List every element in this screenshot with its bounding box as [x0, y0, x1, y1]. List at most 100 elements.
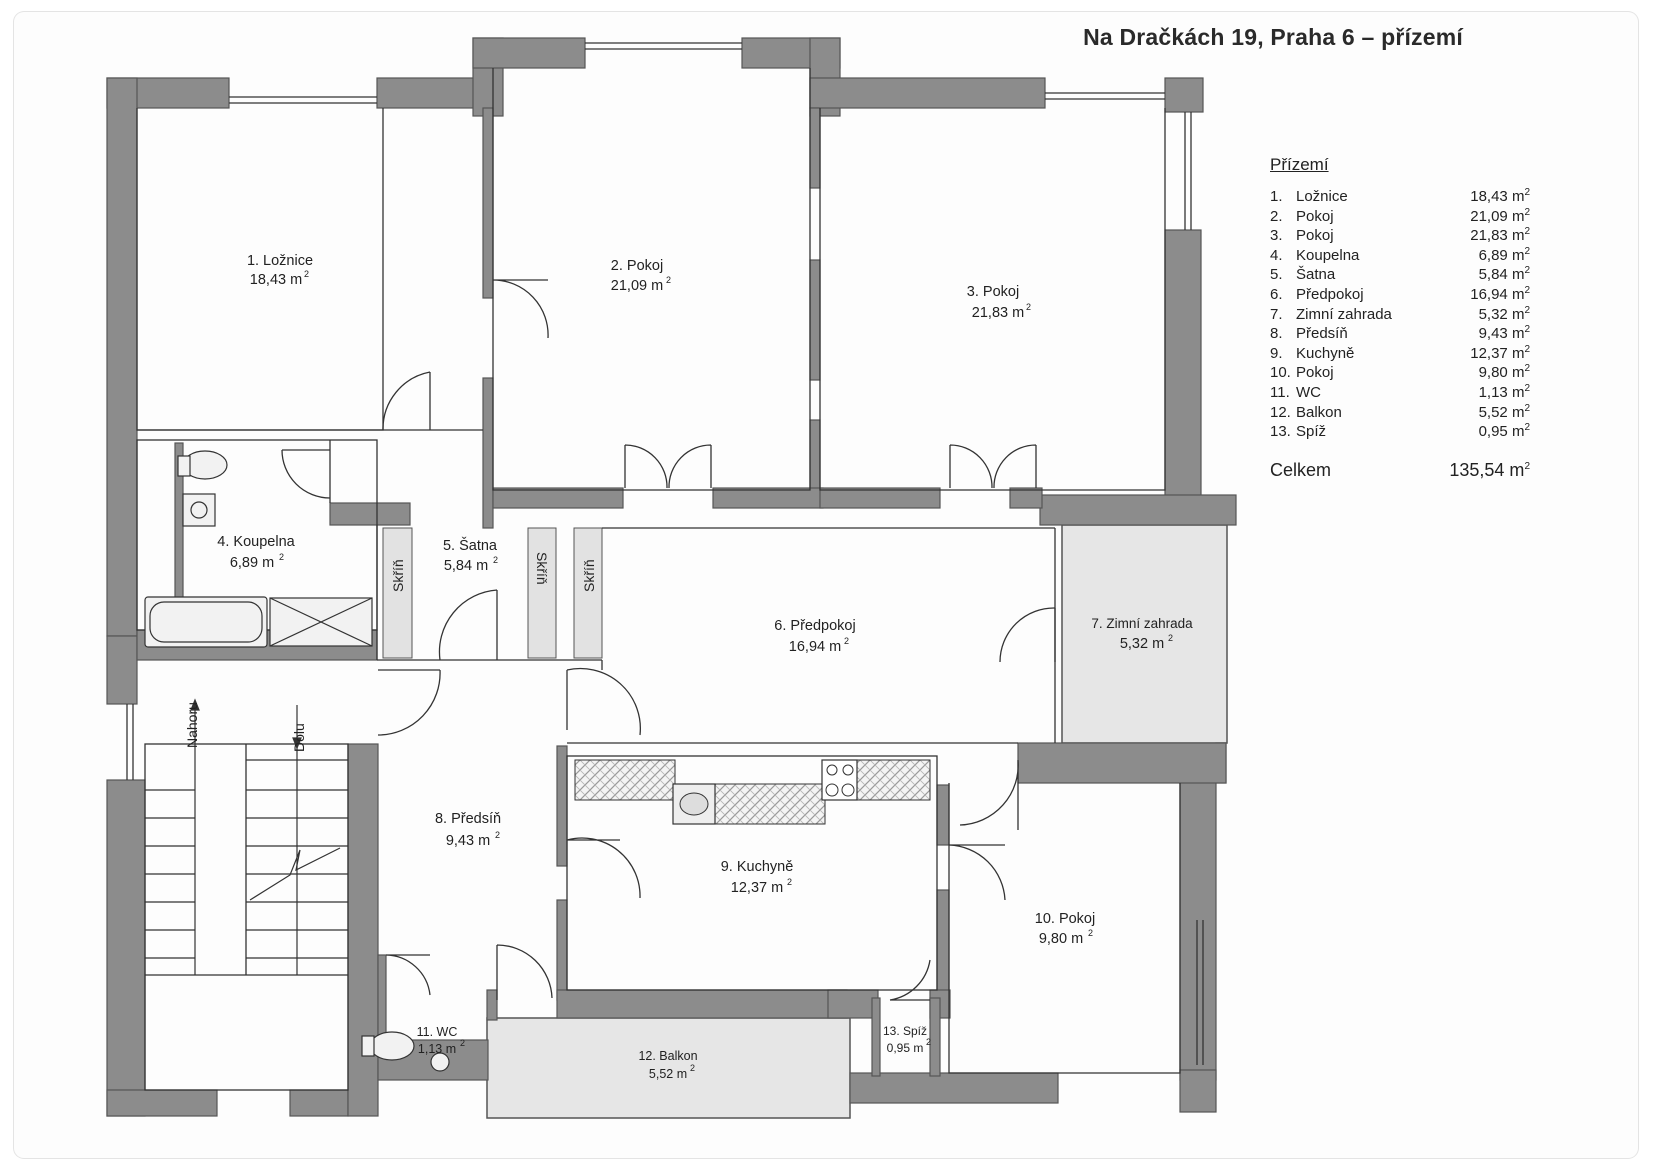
- legend-row-area: 5,32 m2: [1448, 305, 1530, 325]
- legend-row-number: 12.: [1270, 403, 1291, 421]
- legend-row-name: Kuchyně: [1296, 344, 1355, 362]
- label-room-1: 1. Ložnice: [247, 253, 313, 269]
- legend-row-area-text: 6,89 m: [1478, 246, 1525, 264]
- label-room-4: 4. Koupelna: [217, 534, 295, 550]
- label-room-12: 12. Balkon: [638, 1049, 697, 1063]
- legend-row-name: Zimní zahrada: [1296, 305, 1392, 323]
- legend-row-number: 7.: [1270, 305, 1283, 323]
- legend-row-area-sup: 2: [1524, 343, 1530, 355]
- legend-row-area-text: 9,43 m: [1478, 325, 1525, 343]
- label-room-7: 7. Zimní zahrada: [1091, 616, 1193, 631]
- closet-left: [382, 527, 413, 659]
- closet-label-2: Skříň: [534, 552, 550, 585]
- legend-row-area-text: 5,52 m: [1478, 403, 1525, 421]
- sup-room-1: 2: [304, 269, 309, 279]
- legend-row-number: 10.: [1270, 364, 1291, 382]
- sup-room-9: 2: [787, 877, 792, 887]
- total-value-sup: 2: [1524, 460, 1530, 472]
- bathroom-fixtures: [144, 450, 450, 1072]
- legend-row-area: 12,37 m2: [1448, 344, 1530, 364]
- legend-row-area: 18,43 m2: [1448, 187, 1530, 207]
- stairs: [145, 698, 348, 975]
- room-labels: 1. Ložnice 18,43 m 2. Pokoj 21,09 m 3. P…: [217, 253, 1193, 1081]
- winter-garden-glass: [1061, 524, 1228, 744]
- sup-room-8: 2: [495, 830, 500, 840]
- legend-row-name: Šatna: [1296, 266, 1336, 284]
- legend-row-number: 4.: [1270, 246, 1283, 264]
- legend-row-area-text: 5,84 m: [1478, 266, 1525, 284]
- legend-row-area-sup: 2: [1524, 206, 1530, 218]
- sup-room-4: 2: [279, 552, 284, 562]
- area-room-3: 21,83 m: [972, 305, 1024, 321]
- legend-row: 4. Koupelna 6,89 m2: [1270, 246, 1530, 266]
- label-room-11: 11. WC: [417, 1025, 458, 1039]
- area-room-2: 21,09 m: [611, 278, 663, 294]
- legend-row-area: 5,84 m2: [1448, 265, 1530, 285]
- total-value: 135,54 m2: [1448, 460, 1530, 481]
- total-value-text: 135,54 m: [1449, 459, 1525, 480]
- wc-sink-icon: [430, 1052, 450, 1072]
- legend-row-area-sup: 2: [1524, 265, 1530, 277]
- legend-row-area-text: 16,94 m: [1470, 285, 1525, 303]
- doors: [281, 279, 1056, 1001]
- closet-right: [573, 527, 603, 659]
- sup-room-11: 2: [460, 1038, 465, 1048]
- legend-row-area-sup: 2: [1524, 363, 1530, 375]
- legend-row: 5. Šatna 5,84 m2: [1270, 265, 1530, 285]
- legend-row-area: 9,80 m2: [1448, 363, 1530, 383]
- legend-row-area-text: 21,09 m: [1470, 207, 1525, 225]
- total-label: Celkem: [1270, 459, 1332, 480]
- legend-row-name: Pokoj: [1296, 207, 1334, 225]
- legend-row-area-sup: 2: [1524, 284, 1530, 296]
- legend-row-area-sup: 2: [1524, 422, 1530, 434]
- legend-row-area: 9,43 m2: [1448, 324, 1530, 344]
- area-room-9: 12,37 m: [731, 880, 783, 896]
- legend-row: 10. Pokoj 9,80 m2: [1270, 363, 1530, 383]
- label-room-10: 10. Pokoj: [1035, 911, 1095, 927]
- legend-row-area-sup: 2: [1524, 304, 1530, 316]
- legend-row-area-sup: 2: [1524, 324, 1530, 336]
- legend-row-area-text: 12,37 m: [1470, 344, 1525, 362]
- legend-row-name: Koupelna: [1296, 246, 1360, 264]
- kitchen-counter: [574, 759, 931, 825]
- legend-row-number: 5.: [1270, 266, 1283, 284]
- legend-row-area-sup: 2: [1524, 226, 1530, 238]
- sup-room-2: 2: [666, 275, 671, 285]
- legend-row-number: 3.: [1270, 227, 1283, 245]
- sup-room-10: 2: [1088, 928, 1093, 938]
- legend-row-area-text: 18,43 m: [1470, 188, 1525, 205]
- legend-title: Přízemí: [1270, 155, 1329, 174]
- area-room-10: 9,80 m: [1039, 931, 1083, 947]
- legend-row-area: 16,94 m2: [1448, 285, 1530, 305]
- legend-row-area: 0,95 m2: [1448, 422, 1530, 442]
- legend-row-number: 13.: [1270, 423, 1291, 441]
- closet-mid: [527, 527, 557, 659]
- legend-row-area-text: 5,32 m: [1478, 305, 1525, 323]
- legend-row-number: 6.: [1270, 285, 1283, 303]
- legend-row-area-sup: 2: [1524, 402, 1530, 414]
- label-room-8: 8. Předsíň: [435, 811, 501, 827]
- legend-row-number: 1.: [1270, 188, 1283, 205]
- area-room-6: 16,94 m: [789, 639, 841, 655]
- area-room-11: 1,13 m: [418, 1042, 456, 1056]
- closet-label-3: Skříň: [581, 559, 597, 592]
- legend-row-name: Ložnice: [1296, 188, 1348, 205]
- sup-room-13: 2: [926, 1037, 931, 1047]
- legend-row-name: Pokoj: [1296, 364, 1334, 382]
- label-room-2: 2. Pokoj: [611, 258, 663, 274]
- legend-row-area-sup: 2: [1524, 245, 1530, 257]
- stairs-down-label: Dolu: [291, 723, 307, 752]
- legend-row-area: 21,83 m2: [1448, 226, 1530, 246]
- legend-row-area-text: 0,95 m: [1478, 423, 1525, 441]
- sup-room-12: 2: [690, 1063, 695, 1073]
